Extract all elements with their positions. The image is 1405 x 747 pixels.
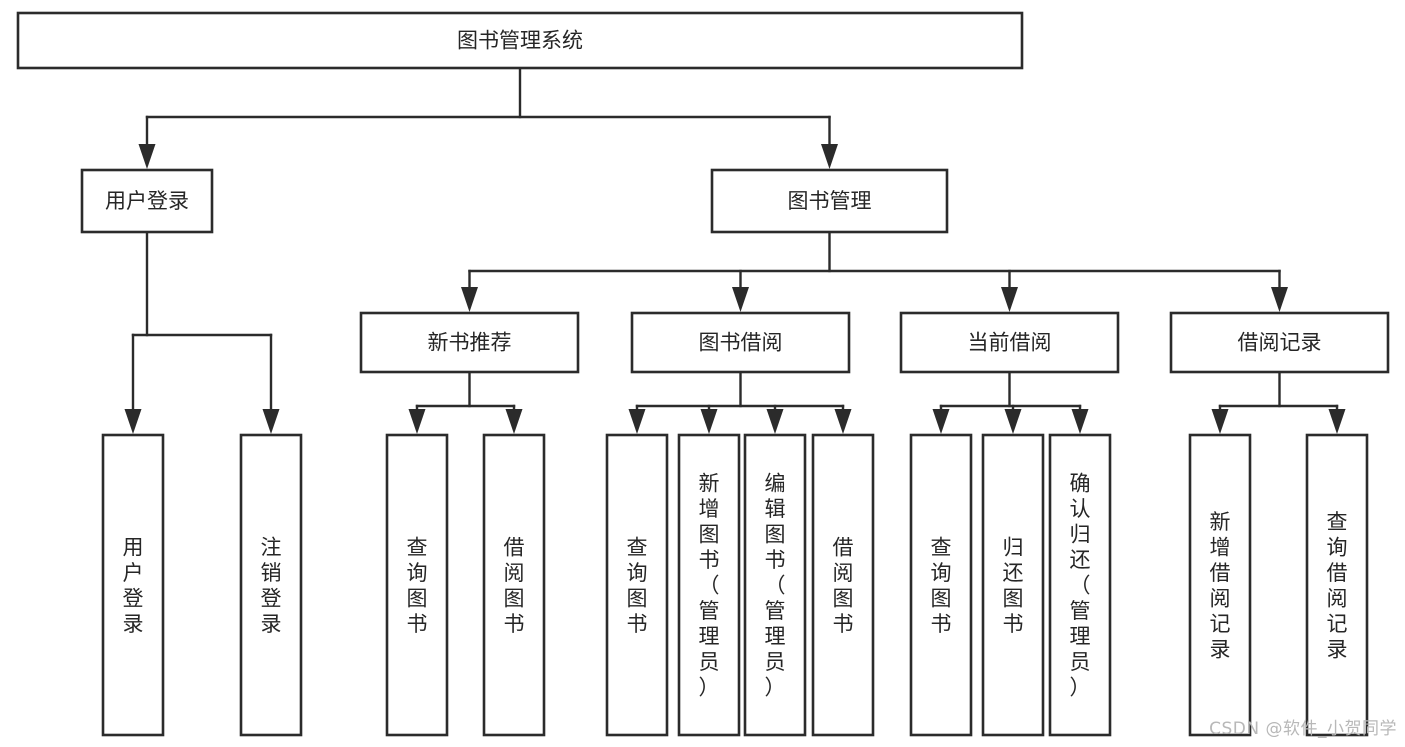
node-box[interactable] (239, 433, 303, 737)
node-box[interactable] (743, 433, 807, 737)
node-box[interactable] (981, 433, 1045, 737)
arrow-head-icon (1071, 409, 1089, 434)
node-leaf_10[interactable]: 确认归还（管理员） (1048, 433, 1112, 737)
node-l2_1[interactable]: 图书管理 (710, 168, 949, 234)
arrow-head-icon (262, 409, 280, 434)
arrow-head-icon (505, 409, 523, 434)
node-label: 当前借阅 (968, 331, 1052, 355)
node-box[interactable] (899, 311, 1120, 374)
node-layer: 图书管理系统用户登录图书管理新书推荐图书借阅当前借阅借阅记录用户登录注销登录查询… (16, 11, 1390, 737)
node-leaf_0[interactable]: 用户登录 (101, 433, 165, 737)
node-leaf_1[interactable]: 注销登录 (239, 433, 303, 737)
node-box[interactable] (16, 11, 1024, 70)
node-leaf_11[interactable]: 新增借阅记录 (1188, 433, 1252, 737)
node-label: 查询借阅记录 (1327, 510, 1348, 662)
node-label: 编辑图书（管理员） (765, 472, 786, 700)
node-label: 新增图书（管理员） (699, 472, 720, 700)
arrow-head-icon (1328, 409, 1346, 434)
arrow-head-icon (138, 144, 156, 169)
watermark-text: CSDN @软件_小贺同学 (1209, 719, 1397, 739)
node-box[interactable] (1305, 433, 1369, 737)
node-leaf_7[interactable]: 借阅图书 (811, 433, 875, 737)
node-box[interactable] (605, 433, 669, 737)
node-box[interactable] (1169, 311, 1390, 374)
node-l3_2[interactable]: 当前借阅 (899, 311, 1120, 374)
node-l2_0[interactable]: 用户登录 (80, 168, 214, 234)
arrow-head-icon (700, 409, 718, 434)
node-label: 查询图书 (627, 535, 648, 636)
node-label: 图书管理 (788, 189, 872, 213)
node-label: 新增借阅记录 (1210, 510, 1231, 662)
arrow-head-icon (461, 287, 478, 312)
node-leaf_3[interactable]: 借阅图书 (482, 433, 546, 737)
arrow-head-icon (1211, 409, 1229, 434)
node-box[interactable] (1188, 433, 1252, 737)
node-label: 查询图书 (407, 535, 428, 636)
arrow-head-icon (1001, 287, 1018, 312)
node-box[interactable] (1048, 433, 1112, 737)
node-leaf_5[interactable]: 新增图书（管理员） (677, 433, 741, 737)
node-leaf_4[interactable]: 查询图书 (605, 433, 669, 737)
node-label: 图书借阅 (699, 331, 783, 355)
node-box[interactable] (677, 433, 741, 737)
node-box[interactable] (482, 433, 546, 737)
node-box[interactable] (385, 433, 449, 737)
node-box[interactable] (909, 433, 973, 737)
arrow-head-icon (732, 287, 749, 312)
node-leaf_9[interactable]: 归还图书 (981, 433, 1045, 737)
node-label: 注销登录 (261, 535, 282, 636)
node-root[interactable]: 图书管理系统 (16, 11, 1024, 70)
node-box[interactable] (811, 433, 875, 737)
node-label: 归还图书 (1003, 535, 1024, 636)
node-label: 新书推荐 (428, 331, 512, 355)
node-box[interactable] (710, 168, 949, 234)
node-label: 确认归还（管理员） (1070, 472, 1091, 700)
node-label: 查询图书 (931, 535, 952, 636)
node-leaf_8[interactable]: 查询图书 (909, 433, 973, 737)
node-label: 图书管理系统 (457, 29, 583, 53)
node-label: 借阅图书 (833, 535, 854, 636)
arrow-head-icon (124, 409, 142, 434)
node-leaf_2[interactable]: 查询图书 (385, 433, 449, 737)
arrow-head-icon (821, 144, 838, 169)
arrow-head-icon (1271, 287, 1288, 312)
arrow-head-icon (1004, 409, 1022, 434)
node-leaf_12[interactable]: 查询借阅记录 (1305, 433, 1369, 737)
node-label: 用户登录 (105, 189, 189, 213)
node-label: 用户登录 (123, 535, 144, 636)
arrow-head-icon (932, 409, 950, 434)
arrow-head-icon (834, 409, 852, 434)
node-box[interactable] (359, 311, 580, 374)
node-box[interactable] (630, 311, 851, 374)
node-l3_3[interactable]: 借阅记录 (1169, 311, 1390, 374)
arrow-head-icon (766, 409, 784, 434)
connector-layer (124, 66, 1346, 434)
node-box[interactable] (101, 433, 165, 737)
node-l3_0[interactable]: 新书推荐 (359, 311, 580, 374)
node-label: 借阅图书 (504, 535, 525, 636)
node-label: 借阅记录 (1238, 331, 1322, 355)
node-leaf_6[interactable]: 编辑图书（管理员） (743, 433, 807, 737)
node-l3_1[interactable]: 图书借阅 (630, 311, 851, 374)
node-box[interactable] (80, 168, 214, 234)
arrow-head-icon (408, 409, 426, 434)
arrow-head-icon (628, 409, 646, 434)
